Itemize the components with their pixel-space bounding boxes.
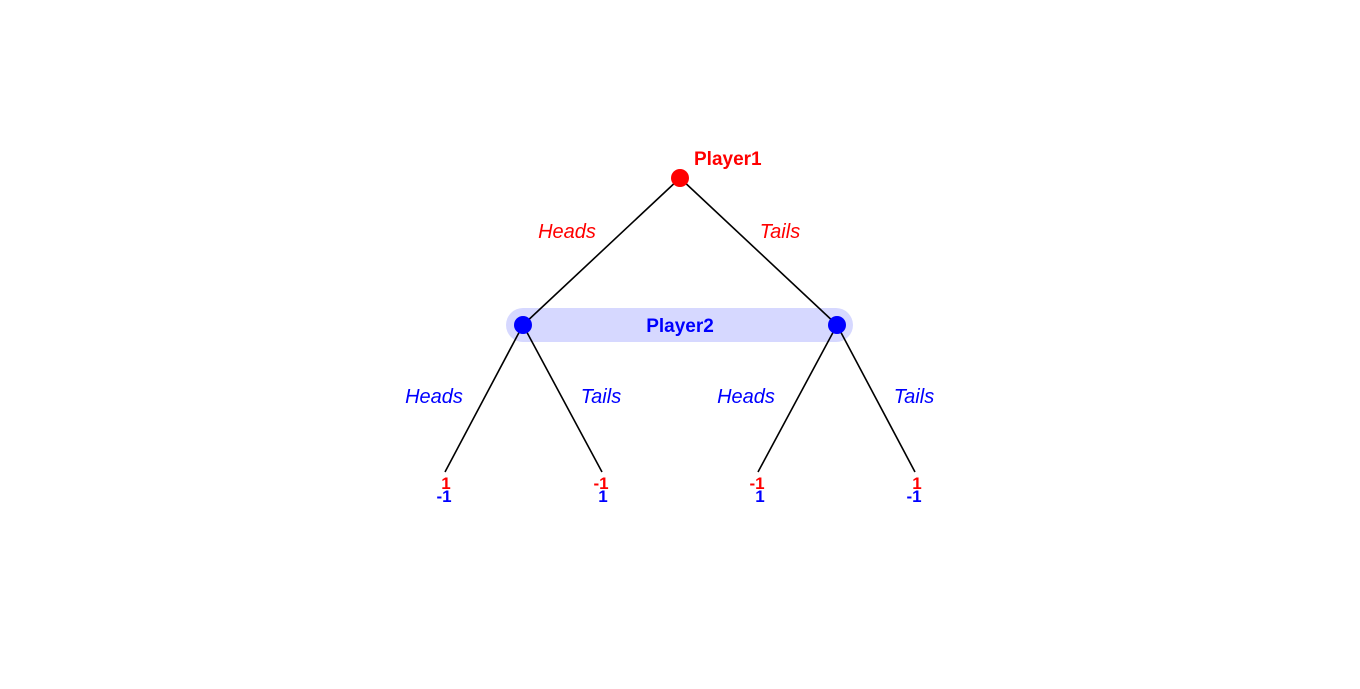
player2-label: Player2 [646,316,714,337]
edge-p2-right-heads [757,324,838,473]
player2-left-node[interactable] [514,316,532,334]
payoff-2-player2: 1 [598,487,607,506]
payoff-4-player1: 1 [912,474,921,493]
edge-root-heads [522,177,681,326]
payoff-4-player2: -1 [906,487,921,506]
payoff-3-player2: 1 [755,487,764,506]
payoff-1-player1: 1 [441,474,450,493]
payoff-2: -1 1 [593,474,608,506]
player2-right-node[interactable] [828,316,846,334]
p2-left-move-heads-label: Heads [405,386,463,408]
payoff-1-player2: -1 [436,487,451,506]
payoff-3-player1: -1 [749,474,764,493]
edge-p2-left-tails [522,324,603,473]
payoff-4: 1 -1 [906,474,921,506]
p2-right-move-tails-label: Tails [894,386,934,408]
root-move-tails-label: Tails [760,221,800,243]
payoff-2-player1: -1 [593,474,608,493]
payoff-3: -1 1 [749,474,764,506]
player1-node[interactable] [671,169,689,187]
player1-label: Player1 [694,149,762,170]
edge-root-tails [679,177,838,326]
root-move-heads-label: Heads [538,221,596,243]
payoff-1: 1 -1 [436,474,451,506]
p2-left-move-tails-label: Tails [581,386,621,408]
p2-right-move-heads-label: Heads [717,386,775,408]
player2-information-set [506,308,853,342]
edge-p2-left-heads [444,324,524,473]
edge-p2-right-tails [836,324,916,473]
